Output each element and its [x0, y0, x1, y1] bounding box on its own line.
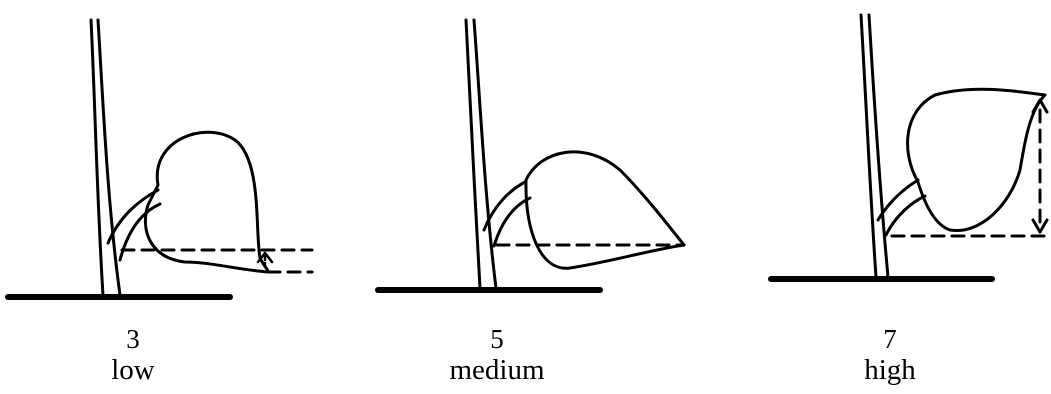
score-value: 5 [490, 324, 504, 354]
plant-medium [375, 18, 686, 293]
stem-left-edge [464, 18, 482, 290]
petiole [876, 178, 927, 237]
leaf-blade [906, 87, 1047, 233]
stem-right-edge [867, 13, 890, 279]
stem-left-edge [89, 18, 105, 297]
arrow-head-up [1031, 98, 1049, 114]
caption-medium: 5 medium [397, 324, 597, 386]
stem-left-edge [859, 13, 878, 279]
stem-right-edge [472, 18, 498, 290]
score-label: medium [449, 354, 545, 386]
caption-low: 3 low [33, 324, 233, 386]
leaf-blade [524, 150, 686, 270]
stem-right-edge [96, 18, 122, 297]
plant-low [5, 18, 314, 300]
caption-high: 7 high [790, 324, 990, 386]
score-label: low [111, 354, 155, 386]
score-value: 7 [883, 324, 897, 354]
arrow-head-down [1031, 218, 1049, 234]
arrow-head-up [256, 251, 274, 264]
score-value: 3 [126, 324, 140, 354]
score-label: high [864, 354, 916, 386]
plant-high [768, 13, 1049, 282]
